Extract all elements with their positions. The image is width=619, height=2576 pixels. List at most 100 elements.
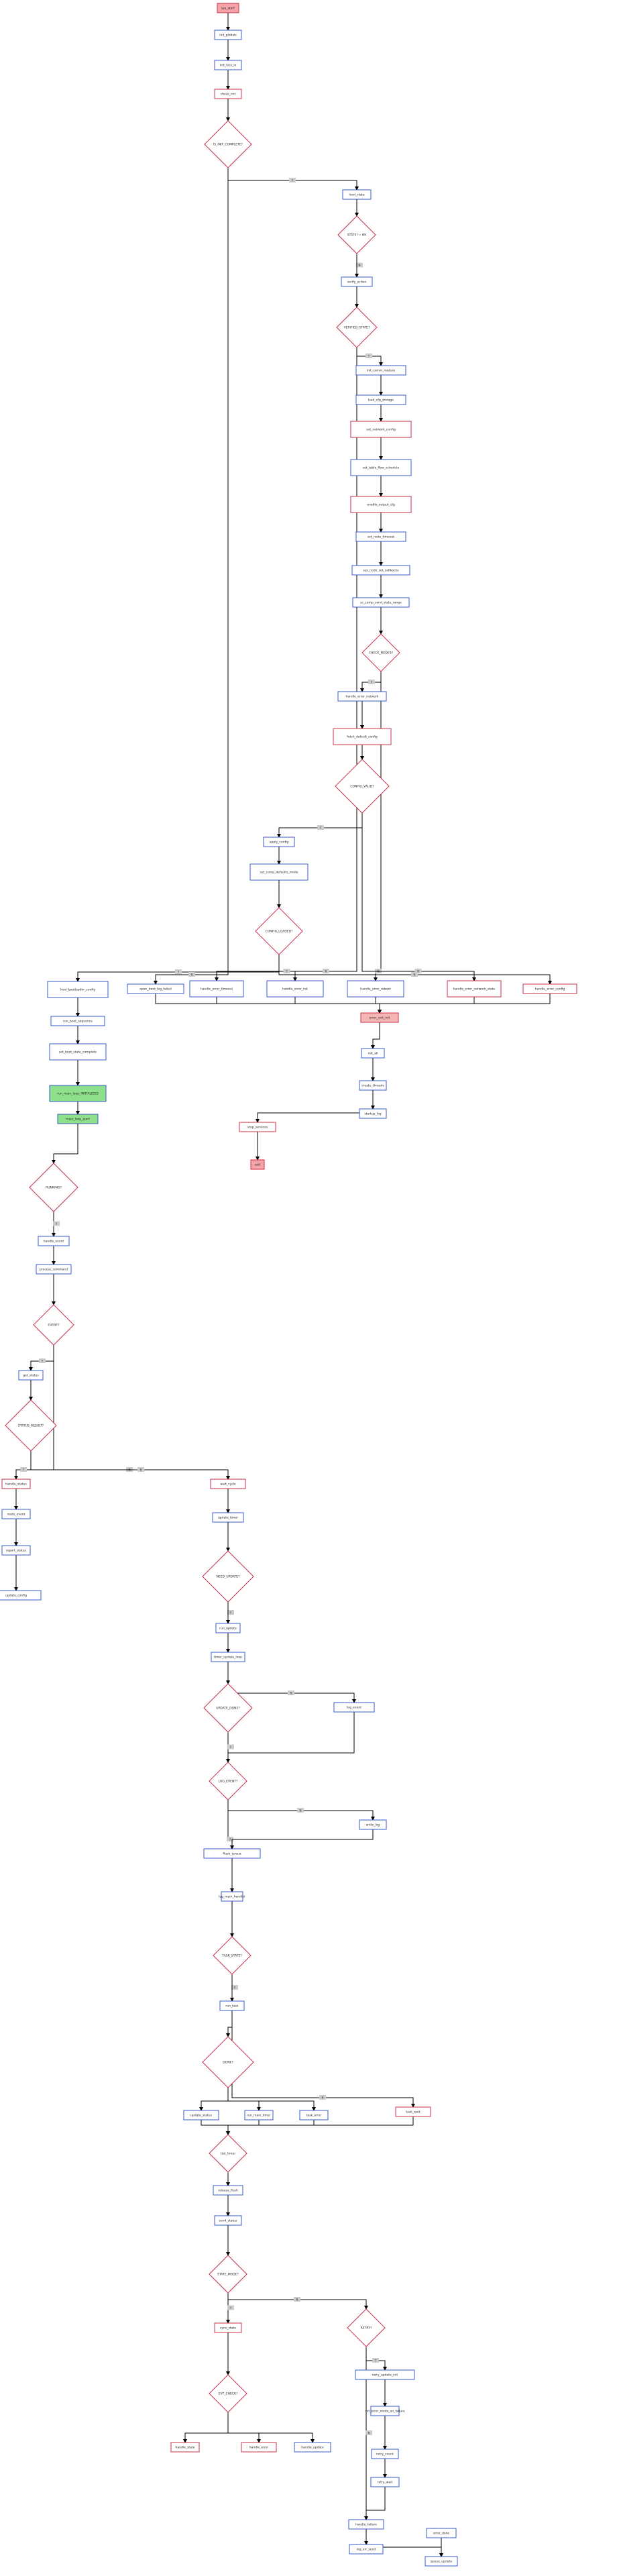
process-box [38,1236,70,1246]
decision-diamond [203,1683,253,1733]
edge-label-bg [411,972,418,977]
node-label: STATE_MODE? [217,2273,239,2277]
node-m27: send_status [214,2215,242,2226]
edge-label: Y [22,1468,25,1472]
decision-diamond [213,1936,251,1975]
edge-label-bg [372,2358,379,2363]
node-n16: apply_config [263,837,295,847]
node-d16: EVT_CHECK? [209,2374,247,2413]
node-n12: sys_node_set_callbacks [351,565,410,576]
edge-label: N [140,1468,142,1472]
edge-d13-m24 [231,1974,415,2108]
edge-label-bg [289,178,296,182]
process-box [241,2442,277,2453]
process-box [189,980,244,998]
node-n7: load_cfg_storage [355,394,406,405]
node-m20: run_task [219,2000,245,2011]
node-label: get_status [23,1374,39,1378]
process-box [214,30,242,40]
node-label: run_update [219,1627,237,1631]
terminal-box [250,1159,265,1170]
node-label: queue_update [431,2560,452,2564]
node-label: process_command [40,1268,68,1272]
process-box [1,1479,31,1489]
node-label: timer_update_loop [214,1656,242,1660]
edge-err-m1 [371,1022,380,1049]
node-label: init_globals [219,34,237,38]
process-box [355,365,406,376]
decision-diamond [209,1762,247,1801]
process-box [355,531,406,542]
node-m12: wait_cycle [210,1479,246,1489]
node-m9: route_event [1,1509,31,1519]
node-label: verify_action [347,280,367,284]
process-box [425,2556,458,2567]
node-d2: STATE != OK [337,215,376,254]
process-box [47,981,109,998]
node-n3: check_init [214,89,242,99]
node-layer: sys_startinit_globalsinit_lock_incheck_i… [0,3,577,2567]
edge-label: N [322,2096,324,2100]
node-m3: startup_log [359,1108,387,1119]
process-box [355,2369,415,2380]
node-ok3: set_boot_state_complete [49,1043,107,1061]
edge-label: Y [229,1838,231,1841]
node-e2: handle_error_timeout [189,980,244,998]
edge-label-bg [368,680,375,684]
node-label: handle_failure [355,2523,377,2527]
edge-label-bg [231,1985,238,1990]
decision-diamond [337,215,376,254]
process-box [294,2442,331,2453]
node-m15: timer_update_loop [211,1652,245,1662]
node-d5: CONFIG_VALID? [335,759,390,814]
node-label: open_boot_log_failed [139,987,172,991]
node-m35: retry_wait [370,2477,400,2487]
edge-d16-m30 [227,2412,261,2443]
edge-d16-m29 [183,2412,229,2443]
edge-m16-d12 [226,1712,355,1763]
node-label: RETRY? [361,2326,372,2330]
edge-label: N [296,2298,298,2302]
edge-m17-m18 [230,1829,374,1849]
node-label: release_flush [218,2189,238,2193]
node-d7: RUNNING? [29,1163,78,1212]
node-n4: load_state [342,189,372,200]
node-d9: STATUS_RESULT? [5,1399,57,1452]
node-d10: NEED_UPDATE? [202,1550,254,1603]
decision-diamond [335,759,390,814]
edge-label-bg [175,969,182,974]
edge-label-bg [319,2095,326,2100]
node-m11: update_config [0,1590,42,1601]
node-label: log_main_handler [219,1895,245,1899]
process-box [49,1085,107,1102]
decision-diamond [5,1399,57,1452]
node-m5: handle_event [38,1236,70,1246]
node-label: sync_state [220,2326,236,2330]
edge-d16-m31 [227,2412,315,2443]
node-d17: RETRY? [347,2308,386,2347]
terminal-box [217,3,239,13]
edge-d3-e3 [293,347,357,981]
node-m30: handle_error [241,2442,277,2453]
process-box [337,691,387,702]
edge-label: Y [41,1360,44,1363]
node-label: check_init [221,93,236,97]
edge-d5-e5 [361,813,476,981]
process-box [333,1702,375,1713]
decision-diamond [29,1163,78,1212]
node-label: update_status [190,2114,213,2118]
node-label: RUNNING? [46,1186,62,1190]
process-box [211,1652,245,1662]
node-n13: sc_comp_send_state_range [352,597,410,608]
process-box [127,983,184,994]
node-label: update_config [5,1594,27,1598]
node-label: stop_services [247,1126,268,1130]
node-label: create_threads [361,1084,384,1088]
decision-diamond [202,1550,254,1603]
node-m2: create_threads [359,1080,387,1091]
node-m1: init_all [361,1048,385,1059]
edge-label: N [290,1692,292,1695]
node-m39: queue_update [425,2556,458,2567]
node-label: handle_error_network [345,695,378,699]
node-label: run_task [225,2004,239,2008]
